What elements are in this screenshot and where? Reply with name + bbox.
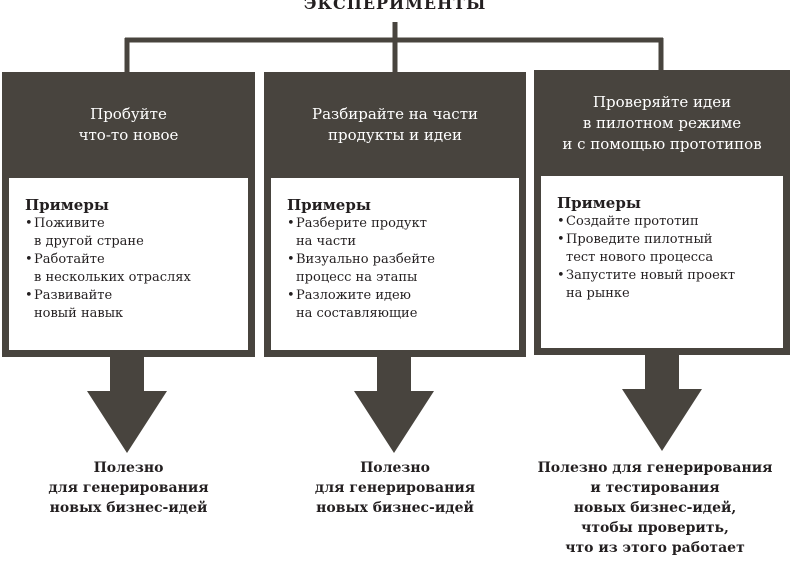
list-item: Разберите продукт на части (287, 215, 509, 251)
card-try-new: Пробуйте что-то новое Примеры Поживите в… (2, 72, 255, 357)
examples-title: Примеры (557, 194, 641, 212)
card-header-text: Пробуйте что-то новое (78, 105, 179, 144)
list-item: Визуально разбейте процесс на этапы (287, 251, 509, 287)
list-item: Проведите пилотный тест нового процесса (557, 231, 773, 267)
examples-list: Разберите продукт на части Визуально раз… (287, 215, 509, 323)
card-header-text: Проверяйте идеи в пилотном режиме и с по… (562, 92, 762, 153)
card-header: Пробуйте что-то новое (2, 72, 255, 178)
card-header: Проверяйте идеи в пилотном режиме и с по… (534, 70, 790, 176)
card-header-text: Разбирайте на части продукты и идеи (312, 105, 478, 144)
card-prototype: Проверяйте идеи в пилотном режиме и с по… (534, 70, 790, 355)
card-body: Примеры Создайте прототип Проведите пило… (541, 176, 783, 348)
list-item: Запустите новый проект на рынке (557, 267, 773, 303)
tree-connector (124, 22, 664, 74)
examples-list: Поживите в другой стране Работайте в нес… (25, 215, 238, 323)
examples-title: Примеры (287, 196, 371, 214)
result-text: Полезно для генерирования и тестирования… (537, 460, 773, 556)
down-arrow-icon (622, 355, 702, 451)
card-body: Примеры Поживите в другой стране Работай… (9, 178, 248, 350)
list-item: Работайте в нескольких отраслях (25, 251, 238, 287)
card-body: Примеры Разберите продукт на части Визуа… (271, 178, 519, 350)
examples-title: Примеры (25, 196, 109, 214)
list-item: Поживите в другой стране (25, 215, 238, 251)
list-item: Развивайте новый навык (25, 287, 238, 323)
result-text: Полезно для генерирования новых бизнес-и… (48, 460, 209, 516)
down-arrow-icon (87, 357, 167, 453)
result-text: Полезно для генерирования новых бизнес-и… (314, 460, 476, 516)
down-arrow-icon (354, 357, 434, 453)
list-item: Создайте прототип (557, 213, 773, 231)
examples-list: Создайте прототип Проведите пилотный тес… (557, 213, 773, 303)
diagram-title: ЭКСПЕРИМЕНТЫ (303, 0, 487, 13)
list-item: Разложите идею на составляющие (287, 287, 509, 323)
card-take-apart: Разбирайте на части продукты и идеи Прим… (264, 72, 526, 357)
card-header: Разбирайте на части продукты и идеи (264, 72, 526, 178)
